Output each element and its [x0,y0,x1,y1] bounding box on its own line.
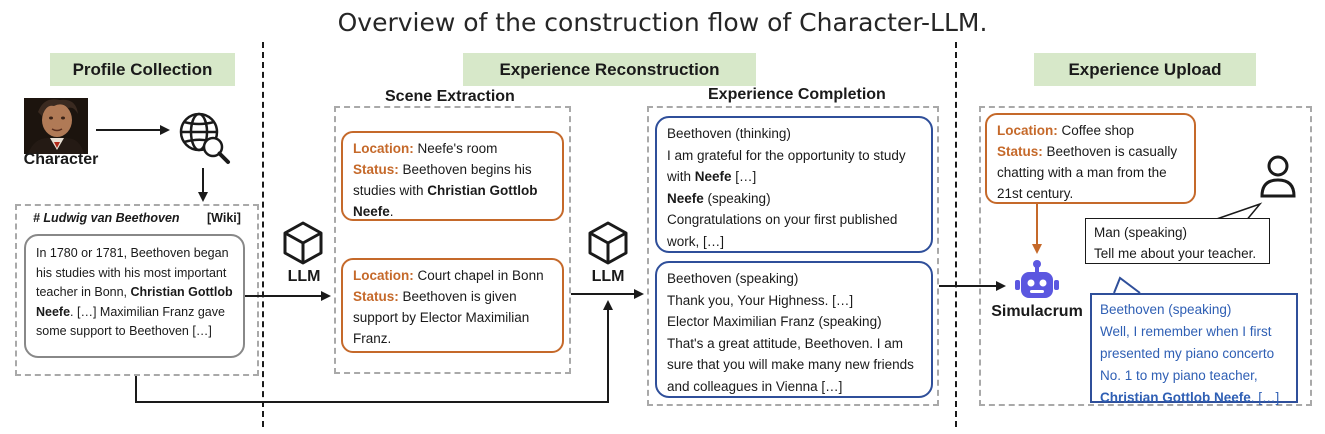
scene-line: Status: Beethoven is given [353,286,552,307]
man-speech-bubble: Man (speaking) Tell me about your teache… [1085,218,1270,264]
scene-bold-name: Neefe [353,204,390,219]
status-value: Beethoven begins his [398,162,532,177]
scene-card-2: Location: Court chapel in Bonn Status: B… [341,258,564,353]
experience-line: Beethoven (thinking) [667,126,791,141]
status-key: Status: [353,289,399,304]
character-portrait-image [24,98,88,154]
experience-line: and colleagues in Vienna […] [667,378,843,394]
scene-line: Location: Neefe's room [353,138,552,159]
subsection-scene-extraction: Scene Extraction [385,88,515,105]
separator-left [262,42,264,427]
reply-line: presented my piano concerto [1100,346,1275,361]
llm-cube-icon [282,220,324,266]
wiki-text: . […] Maximilian Franz gave [70,304,225,319]
reply-text: . […] [1250,390,1280,405]
person-icon [1258,154,1298,200]
upload-scene-line: Status: Beethoven is casually [997,141,1184,162]
man-speech-line: Man (speaking) [1094,225,1188,240]
scene-text: studies with [353,183,428,198]
location-value: Coffee shop [1057,123,1135,138]
section-experience-upload: Experience Upload [1034,53,1256,86]
experience-text: with [667,169,695,184]
scene-line: Location: Court chapel in Bonn [353,265,552,286]
location-key: Location: [353,268,414,283]
wiki-line: teacher in Bonn, Christian Gottlob [36,283,233,303]
experience-completion-container [647,106,939,406]
upload-scene-card: Location: Coffee shop Status: Beethoven … [985,113,1196,204]
location-value: Court chapel in Bonn [413,268,544,283]
simulacrum-label: Simulacrum [991,303,1083,320]
llm-label: LLM [591,268,625,285]
status-value: Beethoven is casually [1042,144,1178,159]
status-key: Status: [997,144,1043,159]
experience-line: Beethoven (speaking) [667,271,799,286]
llm-label: LLM [287,268,321,285]
scene-bold-name: Christian Gottlob [427,183,538,198]
experience-bold-name: Neefe [694,169,732,184]
reply-bold-name: Christian Gottlob Neefe [1100,390,1251,405]
man-speech-line: Tell me about your teacher. [1094,246,1257,261]
experience-line: Thank you, Your Highness. […] [667,292,854,308]
experience-line: Neefe (speaking) [667,188,921,210]
scene-line: support by Elector Maximilian [353,310,530,325]
status-value: Beethoven is given [398,289,517,304]
arrow-wiki-to-llm [135,300,613,403]
wiki-container [15,204,259,376]
scene-line: studies with Christian Gottlob [353,180,552,201]
wiki-tag: [Wiki] [207,211,241,225]
scene-line: Status: Beethoven begins his [353,159,552,180]
experience-text: […] [731,169,757,184]
experience-upload-container [979,106,1312,406]
upload-scene-line: 21st century. [997,186,1074,201]
wiki-heading: # Ludwig van Beethoven [33,211,180,225]
experience-line: work, […] [667,233,725,249]
experience-line: That's a great attitude, Beethoven. I am [667,335,903,351]
experience-line: Elector Maximilian Franz (speaking) [667,314,882,329]
scene-line: Franz. [353,331,392,346]
globe-search-icon [175,110,231,166]
experience-card-2: Beethoven (speaking) Thank you, Your Hig… [655,261,933,398]
upload-scene-line: chatting with a man from the [997,165,1167,180]
wiki-line: In 1780 or 1781, Beethoven began [36,246,229,260]
scene-text: . [389,204,394,219]
speech-bubble-tails [1113,202,1263,294]
experience-line: with Neefe […] [667,166,921,188]
location-key: Location: [353,141,414,156]
status-key: Status: [353,162,399,177]
scene-card-1: Location: Neefe's room Status: Beethoven… [341,131,564,221]
wiki-line: his studies with his most important [36,265,227,280]
robot-icon [1014,258,1060,304]
wiki-bold-name: Neefe [36,304,71,319]
subsection-experience-completion: Experience Completion [708,86,886,103]
experience-bold-name: Neefe [667,190,704,206]
reply-line: Beethoven (speaking) [1100,302,1232,317]
reply-line: Well, I remember when I first [1100,324,1272,339]
upload-scene-line: Location: Coffee shop [997,120,1184,141]
scene-extraction-container [334,106,571,374]
section-experience-reconstruction: Experience Reconstruction [463,53,756,86]
wiki-text: teacher in Bonn, [36,285,131,299]
reply-line: No. 1 to my piano teacher, [1100,368,1258,383]
wiki-text-box: In 1780 or 1781, Beethoven began his stu… [24,234,245,358]
wiki-line: some support to Beethoven […] [36,324,212,338]
wiki-line: Neefe. […] Maximilian Franz gave [36,303,233,323]
section-profile-collection: Profile Collection [50,53,235,86]
scene-line: Neefe. [353,201,552,222]
reply-line: Christian Gottlob Neefe. […] [1100,387,1288,409]
experience-card-1: Beethoven (thinking) I am grateful for t… [655,116,933,253]
diagram-title: Overview of the construction flow of Cha… [337,8,988,37]
location-key: Location: [997,123,1058,138]
simulacrum-reply-box: Beethoven (speaking) Well, I remember wh… [1090,293,1298,405]
wiki-bold-name: Christian Gottlob [130,285,233,299]
location-value: Neefe's room [413,141,498,156]
experience-text: (speaking) [703,190,771,206]
experience-line: I am grateful for the opportunity to stu… [667,147,906,163]
experience-line: Congratulations on your first published [667,212,898,227]
character-label: Character [23,151,99,168]
separator-right [955,42,957,427]
llm-cube-icon [587,220,629,266]
experience-line: sure that you will make many new friends [667,357,914,372]
